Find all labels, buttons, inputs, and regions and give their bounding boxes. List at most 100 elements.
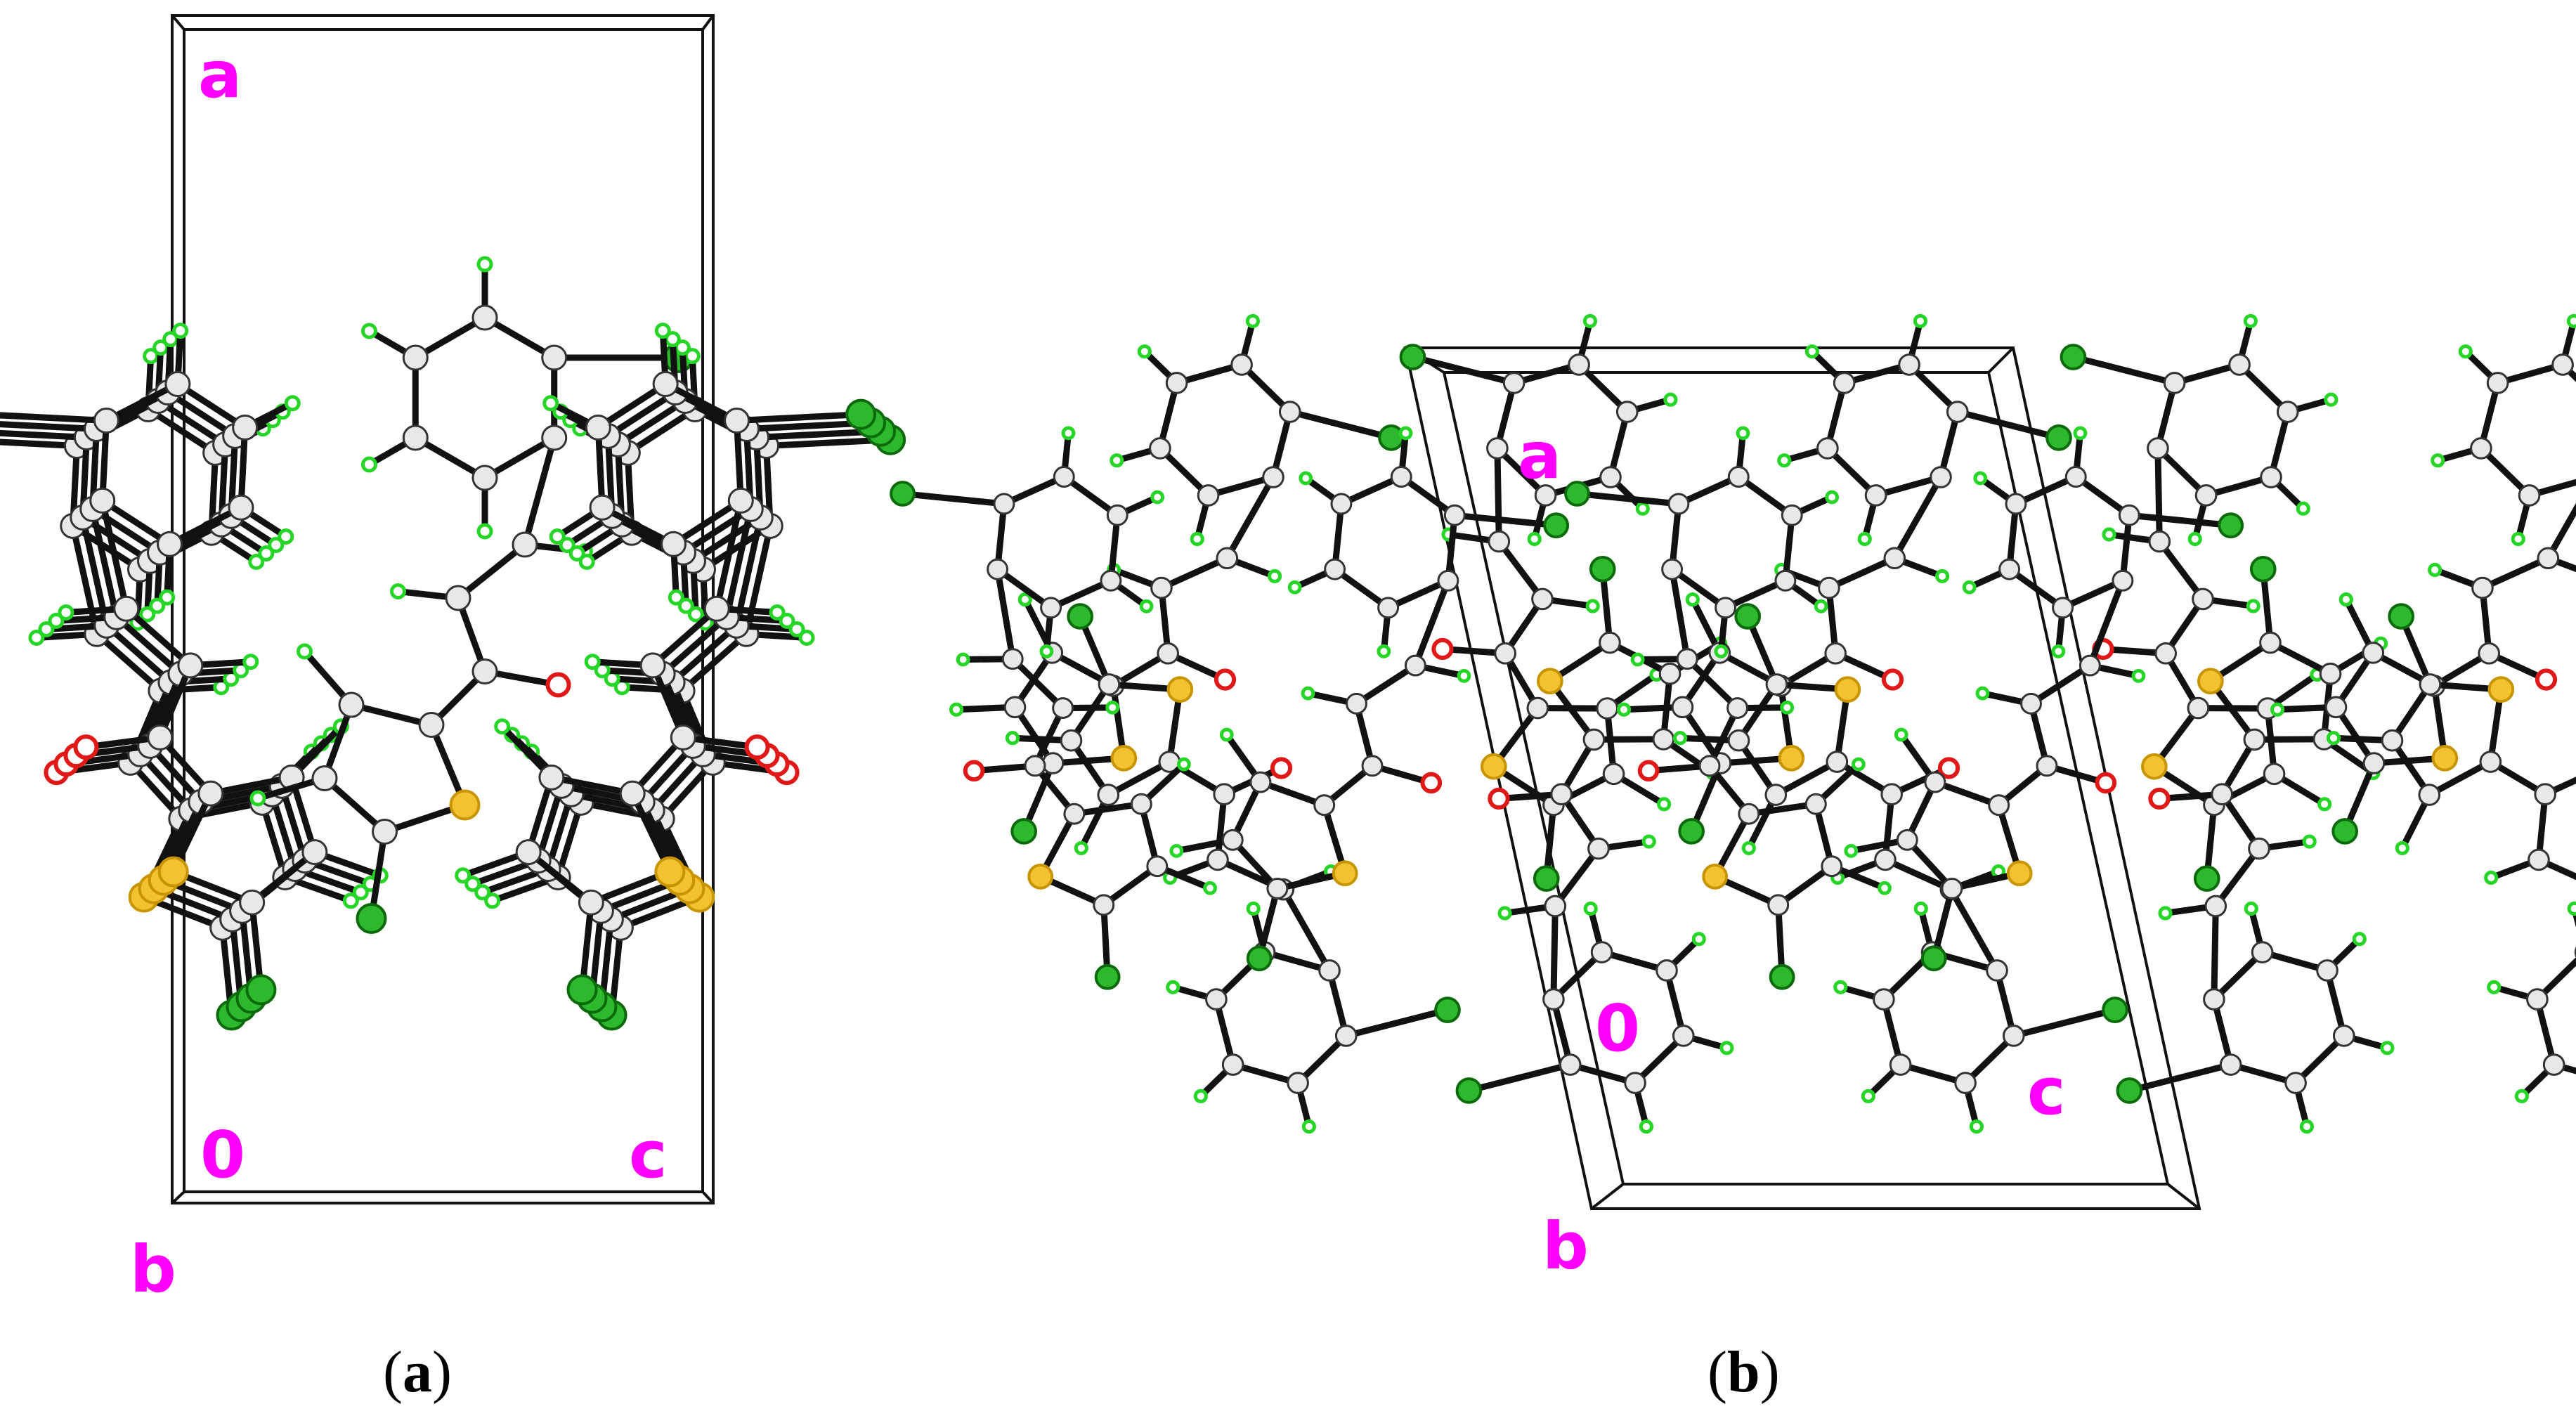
carbon-atom bbox=[1954, 1072, 1977, 1094]
hydrogen-atom bbox=[1139, 599, 1154, 613]
carbon-atom bbox=[1157, 642, 1180, 665]
carbon-atom bbox=[2276, 401, 2299, 423]
carbon-atom bbox=[1377, 597, 1400, 619]
carbon-atom bbox=[2332, 1025, 2355, 1047]
hydrogen-atom bbox=[1635, 501, 1650, 516]
hydrogen-atom bbox=[1851, 757, 1866, 772]
hydrogen-atom bbox=[1190, 531, 1204, 547]
caption-letter: a bbox=[403, 1339, 432, 1405]
hydrogen-atom bbox=[788, 621, 805, 637]
hydrogen-atom bbox=[2326, 731, 2341, 746]
hydrogen-atom bbox=[1497, 906, 1512, 921]
carbon-atom bbox=[1502, 372, 1526, 394]
hydrogen-atom bbox=[1663, 392, 1678, 407]
carbon-atom bbox=[1060, 729, 1083, 752]
hydrogen-atom bbox=[1913, 313, 1927, 329]
chlorine-atom bbox=[2060, 344, 2087, 370]
hydrogen-atom bbox=[1005, 731, 1020, 746]
carbon-atom bbox=[1024, 755, 1046, 777]
carbon-atom bbox=[1826, 751, 1849, 773]
chlorine-atom bbox=[1543, 512, 1570, 539]
hydrogen-atom bbox=[476, 523, 493, 540]
carbon-atom bbox=[2518, 484, 2541, 507]
carbon-atom bbox=[1534, 484, 1557, 507]
hydrogen-atom bbox=[1672, 731, 1688, 746]
hydrogen-atom bbox=[1301, 1119, 1316, 1134]
carbon-atom bbox=[1221, 829, 1244, 851]
chlorine-atom bbox=[2102, 996, 2128, 1023]
hydrogen-atom bbox=[1736, 426, 1750, 441]
hydrogen-atom bbox=[1457, 668, 1471, 683]
carbon-atom bbox=[156, 531, 183, 557]
hydrogen-atom bbox=[248, 553, 265, 570]
carbon-atom bbox=[585, 414, 611, 441]
hydrogen-atom bbox=[2243, 313, 2258, 329]
carbon-atom bbox=[2362, 642, 2385, 664]
hydrogen-atom bbox=[1377, 644, 1391, 658]
chlorine-atom bbox=[1399, 344, 1426, 370]
hydrogen-atom bbox=[1017, 592, 1032, 607]
hydrogen-atom bbox=[1741, 840, 1756, 856]
carbon-atom bbox=[1986, 959, 2008, 982]
oxygen-atom bbox=[73, 734, 99, 760]
carbon-atom bbox=[1715, 597, 1737, 619]
carbon-atom bbox=[2064, 466, 2087, 488]
carbon-atom bbox=[1486, 437, 1509, 460]
oxygen-atom bbox=[1488, 787, 1510, 810]
carbon-atom bbox=[471, 304, 498, 331]
carbon-atom bbox=[338, 691, 365, 718]
oxygen-atom bbox=[1214, 668, 1237, 691]
hydrogen-atom bbox=[1630, 652, 1645, 667]
carbon-atom bbox=[1278, 401, 1301, 423]
hydrogen-atom bbox=[1398, 426, 1413, 441]
oxygen-atom bbox=[2148, 787, 2171, 810]
carbon-atom bbox=[619, 780, 646, 807]
carbon-atom bbox=[1896, 829, 1918, 851]
hydrogen-atom bbox=[1287, 580, 1302, 595]
chlorine-atom bbox=[1434, 996, 1461, 1023]
hydrogen-atom bbox=[2511, 531, 2525, 547]
chlorine-atom bbox=[2193, 865, 2220, 892]
carbon-atom bbox=[2228, 353, 2251, 376]
chlorine-atom bbox=[1378, 424, 1405, 451]
carbon-atom bbox=[1488, 530, 1511, 553]
carbon-atom bbox=[1821, 855, 1843, 878]
carbon-atom bbox=[1582, 728, 1606, 751]
carbon-atom bbox=[515, 839, 542, 866]
carbon-atom bbox=[1052, 697, 1074, 720]
hydrogen-atom bbox=[1894, 727, 1908, 742]
carbon-atom bbox=[1249, 771, 1272, 793]
carbon-atom bbox=[639, 652, 666, 679]
carbon-atom bbox=[1898, 353, 1920, 376]
hydrogen-atom bbox=[484, 892, 501, 909]
hydrogen-atom bbox=[1973, 471, 1988, 486]
panel-b: a 0 c b (b) bbox=[890, 313, 2576, 1405]
hydrogen-atom bbox=[2246, 599, 2260, 613]
carbon-atom bbox=[1494, 642, 1517, 665]
carbon-atom bbox=[1098, 673, 1121, 696]
hydrogen-atom bbox=[2187, 531, 2202, 547]
carbon-atom bbox=[1097, 784, 1120, 806]
carbon-atom bbox=[1764, 784, 1788, 806]
carbon-atom bbox=[1727, 466, 1750, 488]
hydrogen-atom bbox=[2428, 562, 2442, 578]
carbon-atom bbox=[402, 344, 429, 371]
chlorine-atom bbox=[1734, 603, 1762, 630]
carbon-atom bbox=[1946, 401, 1969, 423]
hydrogen-atom bbox=[1245, 313, 1260, 329]
carbon-atom bbox=[1040, 597, 1062, 619]
carbon-atom bbox=[1698, 755, 1721, 777]
hydrogen-atom bbox=[2244, 901, 2258, 916]
hydrogen-atom bbox=[2296, 501, 2310, 516]
carbon-atom bbox=[2551, 353, 2574, 376]
carbon-atom bbox=[1568, 353, 1590, 376]
carbon-atom bbox=[1531, 587, 1554, 611]
hydrogen-atom bbox=[1582, 313, 1597, 329]
hydrogen-atom bbox=[2051, 644, 2066, 658]
carbon-atom bbox=[113, 595, 140, 622]
panel-a: a 0 c b (a) bbox=[0, 14, 906, 1405]
carbon-atom bbox=[2324, 696, 2348, 719]
panel-caption-b: (b) bbox=[1707, 1339, 1780, 1405]
carbon-atom bbox=[578, 889, 604, 916]
carbon-atom bbox=[1587, 837, 1610, 860]
